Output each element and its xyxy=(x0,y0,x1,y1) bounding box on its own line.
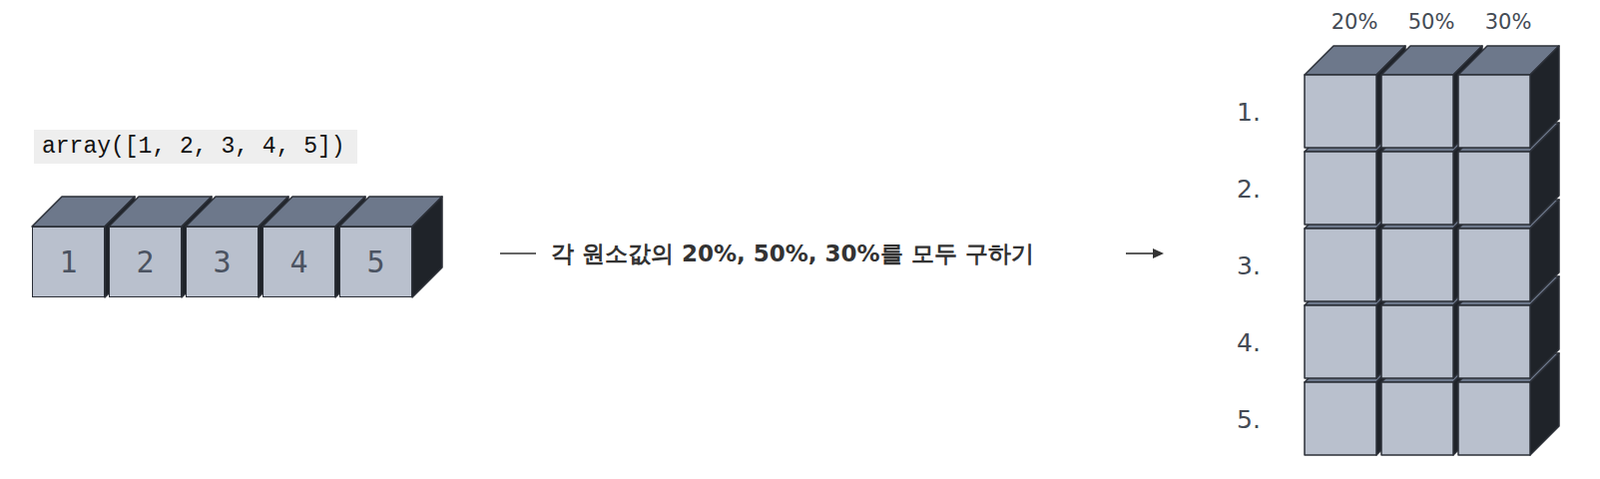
column-header: 30% xyxy=(1485,9,1533,34)
code-label: array([1, 2, 3, 4, 5]) xyxy=(33,129,358,164)
cube-front xyxy=(1304,74,1377,148)
cube-front xyxy=(1304,305,1377,379)
row-label: 2. xyxy=(1236,174,1261,204)
column-header: 50% xyxy=(1408,9,1456,34)
cube-value: 3 xyxy=(212,244,231,280)
cube-value: 1 xyxy=(58,244,77,280)
cube-front xyxy=(1304,382,1377,456)
cube-front xyxy=(1458,151,1531,225)
cube-front xyxy=(1381,151,1454,225)
row-label: 4. xyxy=(1236,328,1261,358)
cube-front xyxy=(1304,151,1377,225)
arrow-caption: 각 원소값의 20%, 50%, 30%를 모두 구하기 xyxy=(550,238,1035,270)
array-cube: 4 xyxy=(262,226,336,298)
cube-front xyxy=(1458,305,1531,379)
cube-front xyxy=(1458,228,1531,302)
row-label: 3. xyxy=(1236,251,1261,281)
cube-front xyxy=(1304,228,1377,302)
cube-value: 4 xyxy=(289,244,308,280)
array-cube: 3 xyxy=(185,226,259,298)
cube-front xyxy=(1381,382,1454,456)
cube-front xyxy=(1458,74,1531,148)
cube-front xyxy=(1381,228,1454,302)
arrow-head xyxy=(1152,248,1164,259)
cube-side xyxy=(412,196,443,298)
column-header: 20% xyxy=(1331,9,1379,34)
cube-value: 2 xyxy=(135,244,154,280)
cube-value: 5 xyxy=(366,244,385,280)
array-cube: 5 xyxy=(339,226,413,298)
arrow-tail-line xyxy=(500,252,536,255)
array-cube: 2 xyxy=(108,226,182,298)
array-cube: 1 xyxy=(31,226,105,298)
cube-side xyxy=(1530,45,1560,148)
cube-front xyxy=(1381,305,1454,379)
cube-front xyxy=(1458,382,1531,456)
arrow-line xyxy=(1125,252,1155,255)
code-text: array([1, 2, 3, 4, 5]) xyxy=(41,133,346,160)
row-label: 5. xyxy=(1236,405,1261,435)
cube-front xyxy=(1381,74,1454,148)
row-label: 1. xyxy=(1236,97,1261,127)
